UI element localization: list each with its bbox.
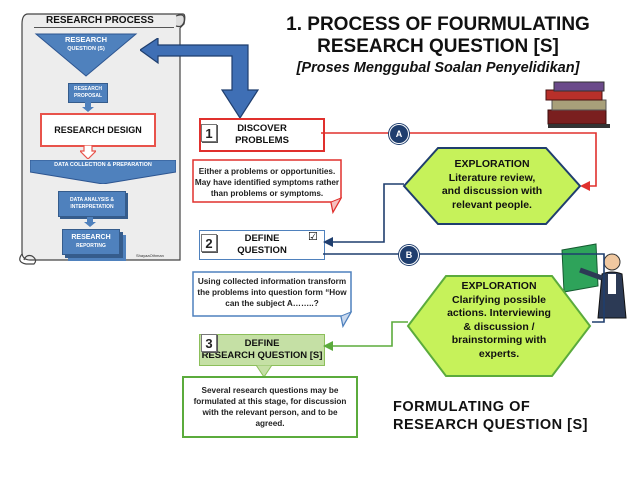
reporting-line2: REPORTING — [76, 243, 106, 249]
step2-note-line1: Using collected information transform — [197, 277, 347, 286]
step1-note-line1: Either a problems or opportunities. — [198, 167, 336, 176]
research-process-panel: RESEARCH PROCESS RESEARCH QUESTION (S) R… — [18, 10, 186, 268]
research-question-funnel — [34, 33, 138, 77]
step3-label-line1: DEFINE — [244, 338, 280, 349]
exploration-hexagon-1 — [402, 147, 582, 225]
step2-label-line2: QUESTION — [237, 245, 287, 256]
question-line2: QUESTION (S) — [67, 46, 105, 52]
step1-note-line2: May have identified symptoms rather — [194, 178, 340, 187]
step1-note-shape — [192, 159, 343, 214]
formulating-line1: FORMULATING OF — [393, 399, 531, 415]
presenter-icon — [561, 243, 627, 319]
formulating-title: FORMULATING OF RESEARCH QUESTION [S] — [393, 398, 588, 434]
arrow-down-icon — [84, 217, 96, 227]
research-reporting-box: RESEARCH REPORTING — [62, 229, 120, 255]
title-line2: RESEARCH QUESTION [S] — [317, 36, 559, 57]
step2-note-shape — [192, 271, 353, 328]
arrow-down-outline-icon — [80, 145, 96, 159]
exploration-2-line4: & discussion / — [463, 320, 535, 333]
step3-number: 3 — [201, 334, 217, 352]
page-subtitle: [Proses Menggubal Soalan Penyelidikan] — [296, 60, 580, 76]
research-design-box: RESEARCH DESIGN — [40, 113, 156, 147]
connector-a: A — [389, 124, 409, 144]
proposal-line2: PROPOSAL — [73, 93, 103, 99]
connector-b: B — [399, 245, 419, 265]
step3-arrow-down-icon — [256, 365, 272, 377]
arrow-down-icon — [82, 102, 94, 112]
panel-heading: RESEARCH PROCESS — [46, 15, 154, 26]
exploration-1-line1: EXPLORATION — [454, 158, 530, 170]
checkbox-icon: ☑ — [308, 231, 318, 243]
exploration-1-line2: Literature review, — [448, 171, 536, 184]
reporting-line1: RESEARCH — [71, 234, 111, 241]
books-icon — [545, 81, 610, 128]
exploration-hexagon-2 — [406, 275, 592, 377]
formulating-line2: RESEARCH QUESTION [S] — [393, 417, 588, 433]
step1-note-line3: than problems or symptoms. — [210, 189, 324, 198]
step3-note-line3: with the relevant person, and to be — [202, 408, 338, 417]
step3-note-line2: formulated at this stage, for discussion — [193, 397, 347, 406]
step3-define-research-question: DEFINE RESEARCH QUESTION [S] — [199, 334, 325, 366]
exploration-2-line6: experts. — [478, 347, 520, 360]
data-collection-label: DATA COLLECTION & PREPARATION — [54, 162, 152, 168]
step2-number: 2 — [201, 234, 217, 252]
exploration-1-line3: and discussion with — [441, 185, 543, 197]
research-question-label: RESEARCH QUESTION (S) — [48, 35, 124, 52]
heading-divider — [34, 27, 174, 28]
step3-note-line4: agreed. — [255, 419, 285, 428]
exploration-2-line5: brainstorming with — [451, 334, 547, 346]
step3-note: Several research questions may be formul… — [182, 376, 358, 438]
exploration-2-text: EXPLORATION Clarifying possible actions.… — [424, 280, 574, 361]
step1-label-line2: PROBLEMS — [235, 135, 289, 146]
analysis-line1: DATA ANALYSIS & — [70, 197, 114, 203]
exploration-2-line3: actions. Interviewing — [447, 307, 551, 319]
exploration-2-line1: EXPLORATION — [461, 280, 537, 292]
question-line1: RESEARCH — [64, 35, 108, 44]
exploration-1-line4: relevant people. — [452, 198, 532, 211]
exploration-2-line2: Clarifying possible — [452, 293, 546, 306]
step2-label-line1: DEFINE — [244, 233, 280, 244]
data-analysis-box: DATA ANALYSIS & INTERPRETATION — [58, 191, 126, 217]
proposal-line1: RESEARCH — [73, 86, 103, 92]
step1-discover-problems: DISCOVER PROBLEMS — [199, 118, 325, 152]
step2-note-line2: the problems into question form “How — [197, 288, 347, 297]
title-line1: 1. PROCESS OF FOURMULATING — [286, 14, 590, 35]
exploration-1-text: EXPLORATION Literature review, and discu… — [420, 158, 564, 212]
step2-note: Using collected information transform th… — [193, 276, 351, 309]
step1-number: 1 — [201, 124, 217, 142]
step1-label-line1: DISCOVER — [237, 123, 287, 134]
credit-text: ShayaaOthman — [136, 253, 164, 258]
data-collection-shape — [30, 160, 176, 184]
step3-note-line1: Several research questions may be — [201, 386, 339, 395]
step2-note-line3: can the subject A……..? — [225, 299, 319, 308]
step3-label-line2: RESEARCH QUESTION [S] — [201, 350, 323, 361]
step2-define-question: DEFINE QUESTION — [199, 230, 325, 260]
step1-note: Either a problems or opportunities. May … — [193, 166, 341, 199]
analysis-line2: INTERPRETATION — [70, 204, 114, 210]
page-title: 1. PROCESS OF FOURMULATING RESEARCH QUES… — [268, 14, 608, 58]
